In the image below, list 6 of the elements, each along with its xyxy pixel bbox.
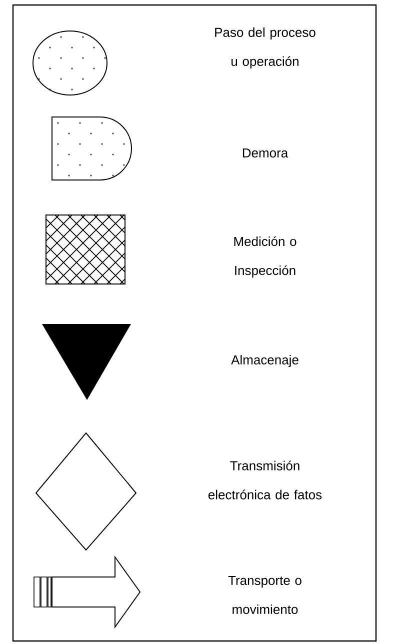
legend-label: Transporte o movimiento bbox=[228, 576, 302, 614]
legend-label: Transmisión electrónica de fatos bbox=[208, 460, 322, 500]
legend-label: Almacenaje bbox=[231, 354, 298, 368]
legend-label: Demora bbox=[242, 148, 288, 158]
legend-label: Medición o Inspección bbox=[234, 236, 296, 278]
legend-label: Paso del proceso u operación bbox=[215, 27, 316, 69]
